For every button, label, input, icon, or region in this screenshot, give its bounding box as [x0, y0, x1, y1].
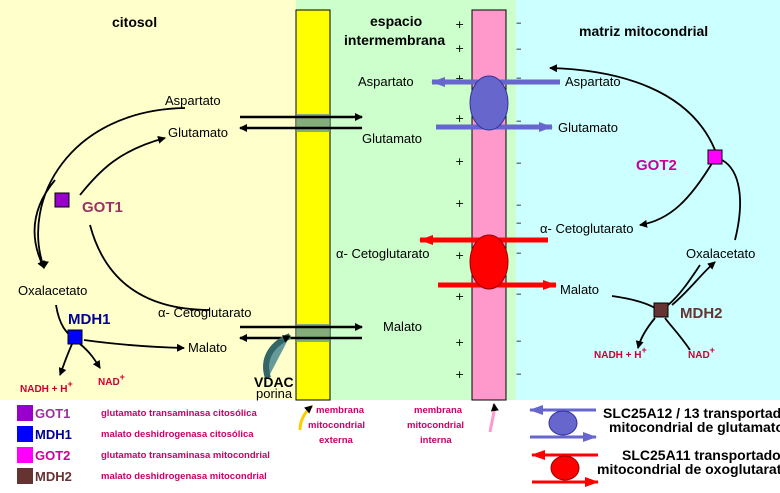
svg-text:+: + — [455, 42, 464, 55]
got1-label: GOT1 — [82, 199, 123, 216]
cyto-cetoglutarato: α- Cetoglutarato — [158, 305, 252, 320]
mat-glutamato: Glutamato — [558, 120, 618, 135]
got1-enzyme-box — [54, 192, 70, 208]
got2-enzyme-box — [707, 149, 723, 165]
legend-slc25a11-line1: SLC25A11 transportador — [622, 447, 780, 463]
positive-charges: + + + + + + + + + + — [455, 18, 464, 381]
cyto-nad: NAD+ — [98, 372, 125, 388]
svg-text:–: – — [516, 246, 522, 259]
svg-text:+: + — [455, 72, 464, 85]
svg-text:+: + — [455, 155, 464, 168]
legend-got1-desc: glutamato transaminasa citosólica — [101, 408, 257, 419]
svg-text:+: + — [455, 197, 464, 210]
inner-membrane — [471, 9, 507, 401]
svg-text:+: + — [455, 112, 464, 125]
legend-mdh2-name: MDH2 — [35, 469, 72, 484]
svg-text:+: + — [455, 18, 464, 31]
svg-text:+: + — [455, 249, 464, 262]
ims-glutamato: Glutamato — [362, 131, 422, 146]
svg-text:+: + — [455, 336, 464, 349]
mdh2-label: MDH2 — [680, 305, 723, 322]
enzyme-legend: GOT1 glutamato transaminasa citosólica M… — [17, 405, 270, 484]
svg-text:–: – — [516, 156, 522, 169]
legend-mdh1-desc: malato deshidrogenasa citosólica — [101, 429, 254, 440]
mdh1-label: MDH1 — [68, 311, 111, 328]
svg-text:–: – — [516, 114, 522, 127]
got2-label: GOT2 — [636, 157, 677, 174]
svg-text:–: – — [516, 16, 522, 29]
mat-aspartato: Aspartato — [565, 74, 621, 89]
ims-aspartato: Aspartato — [358, 74, 414, 89]
legend-slc25a12-line1: SLC25A12 / 13 transportador — [603, 405, 780, 421]
vdac-channel-lower — [239, 323, 363, 342]
mat-malato: Malato — [560, 282, 599, 297]
legend-got2-desc: glutamato transaminasa mitocondrial — [101, 450, 270, 461]
inner-membrane-label-2: mitocondrial — [407, 420, 464, 431]
intermembrane-title-1: espacio — [370, 13, 422, 29]
cytosol-title: citosol — [112, 14, 157, 30]
inner-membrane-label-1: membrana — [414, 405, 463, 416]
vdac-channel-upper — [239, 113, 363, 132]
svg-text:–: – — [516, 367, 522, 380]
inner-membrane-label-3: interna — [420, 435, 452, 446]
legend-slc25a11-line2: mitocondrial de oxoglutarato — [597, 461, 780, 477]
outer-membrane-label-3: externa — [319, 435, 354, 446]
legend-got2-name: GOT2 — [35, 448, 70, 463]
oxoglutarate-malate-transporter — [419, 234, 557, 290]
svg-text:–: – — [516, 42, 522, 55]
vdac-label: VDAC — [254, 374, 294, 390]
outer-membrane-label-2: mitocondrial — [308, 420, 365, 431]
cyto-aspartato: Aspartato — [165, 93, 221, 108]
cyto-malato: Malato — [188, 340, 227, 355]
ims-malato: Malato — [383, 319, 422, 334]
glutamate-aspartate-transporter — [431, 75, 560, 132]
legend-got1-name: GOT1 — [35, 406, 70, 421]
svg-text:–: – — [516, 334, 522, 347]
ims-cetoglutarato: α- Cetoglutarato — [336, 246, 430, 261]
svg-text:–: – — [516, 71, 522, 84]
cytosol-reaction-arrows — [33, 107, 211, 376]
cyto-nadh: NADH + H+ — [20, 379, 73, 395]
outer-membrane-label-1: membrana — [316, 405, 365, 416]
svg-text:–: – — [516, 198, 522, 211]
cyto-glutamato: Glutamato — [168, 125, 228, 140]
negative-charges: – – – – – – – – – – – — [516, 16, 522, 380]
intermembrane-title-2: intermembrana — [344, 32, 445, 48]
transporter-legend: SLC25A12 / 13 transportador mitocondrial… — [529, 405, 780, 487]
mdh1-enzyme-box — [67, 329, 83, 345]
legend-slc25a12-line2: mitocondrial de glutamato — [609, 419, 780, 435]
svg-text:+: + — [455, 368, 464, 381]
mat-oxalacetato: Oxalacetato — [686, 246, 755, 261]
svg-text:+: + — [455, 290, 464, 303]
matrix-region — [516, 0, 780, 400]
legend-area — [0, 400, 780, 493]
porina-label: porina — [256, 386, 293, 401]
inner-membrane-pointer — [488, 403, 499, 433]
cytosol-region — [0, 0, 296, 400]
svg-text:–: – — [516, 287, 522, 300]
matrix-title: matriz mitocondrial — [579, 23, 708, 39]
mat-nad: NAD+ — [688, 345, 715, 361]
mat-nadh: NADH + H+ — [594, 345, 647, 361]
legend-mdh2-desc: malato deshidrogenasa mitocondrial — [101, 471, 267, 482]
outer-membrane-pointer — [298, 404, 313, 431]
cyto-oxalacetato: Oxalacetato — [18, 283, 87, 298]
vdac-pointer-arrow — [263, 333, 292, 379]
mdh2-enzyme-box — [653, 302, 669, 318]
mat-cetoglutarato: α- Cetoglutarato — [540, 221, 634, 236]
legend-mdh1-name: MDH1 — [35, 427, 72, 442]
svg-text:–: – — [516, 216, 522, 229]
